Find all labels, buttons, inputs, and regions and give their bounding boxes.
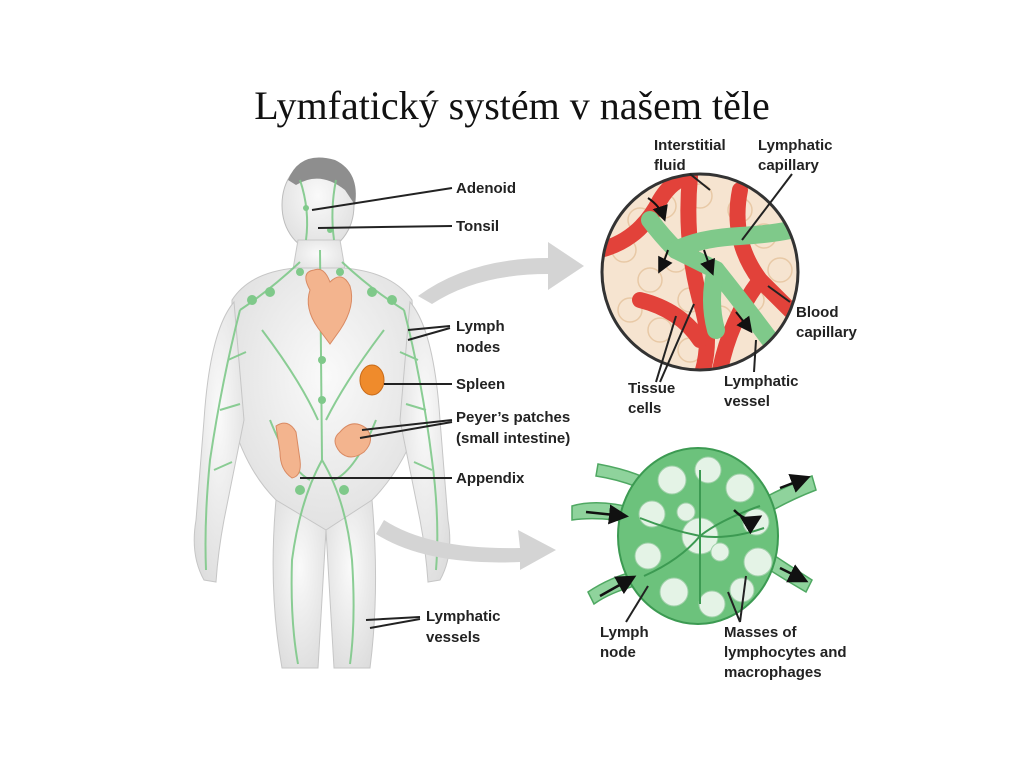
capillary-labels: Interstitial fluid Lymphatic capillary B…	[628, 137, 858, 417]
right-leg	[325, 499, 377, 669]
label-peyers-1: Peyer’s patches	[456, 409, 570, 426]
label-appendix: Appendix	[456, 470, 525, 487]
label-lymph-node-1: Lymph	[600, 624, 649, 641]
lymph-node-detail	[571, 447, 817, 625]
label-lymphatic-vessel-1: Lymphatic	[724, 373, 798, 390]
label-lymphatic-vessel-2: vessel	[724, 393, 770, 410]
arrow-to-node	[376, 520, 556, 570]
body-labels: Adenoid Tonsil Lymph nodes Spleen Peyer’…	[426, 180, 570, 646]
lymph-node-dots	[247, 205, 397, 495]
label-lymph-nodes-1: Lymph	[456, 318, 505, 335]
left-arm	[193, 300, 245, 583]
label-lymphatic-capillary-1: Lymphatic	[758, 137, 832, 154]
label-lymphatic-vessels-2: vessels	[426, 629, 480, 646]
capillary-detail	[600, 172, 800, 372]
label-lymphatic-capillary-2: capillary	[758, 157, 820, 174]
label-adenoid: Adenoid	[456, 180, 516, 197]
label-peyers-2: (small intestine)	[456, 430, 570, 447]
label-masses-3: macrophages	[724, 664, 822, 681]
large-intestine	[275, 422, 301, 479]
label-lymph-node-2: node	[600, 644, 636, 661]
label-interstitial-1: Interstitial	[654, 137, 726, 154]
capillary-leader-lines	[655, 173, 793, 383]
label-interstitial-2: fluid	[654, 157, 686, 174]
heart	[305, 268, 353, 345]
node-flow-arrows	[585, 474, 811, 598]
hair	[288, 157, 356, 205]
node-leader-lines	[625, 575, 747, 623]
label-masses-1: Masses of	[724, 624, 798, 641]
body-leader-lines	[300, 187, 453, 629]
label-spleen: Spleen	[456, 376, 505, 393]
label-tonsil: Tonsil	[456, 218, 499, 235]
spleen	[359, 364, 385, 396]
label-tissue-cells-1: Tissue	[628, 380, 675, 397]
label-lymph-nodes-2: nodes	[456, 339, 500, 356]
label-blood-capillary-1: Blood	[796, 304, 839, 321]
small-intestine	[334, 423, 371, 458]
label-tissue-cells-2: cells	[628, 400, 661, 417]
node-labels: Lymph node Masses of lymphocytes and mac…	[600, 624, 847, 681]
label-lymphatic-vessels-1: Lymphatic	[426, 608, 500, 625]
left-leg	[272, 499, 327, 669]
label-blood-capillary-2: capillary	[796, 324, 858, 341]
slide-title: Lymfatický systém v našem těle	[254, 83, 770, 128]
lymphocyte-masses	[634, 456, 773, 618]
label-masses-2: lymphocytes and	[724, 644, 847, 661]
flow-arrows	[647, 197, 753, 334]
arrow-to-capillary	[418, 242, 584, 304]
